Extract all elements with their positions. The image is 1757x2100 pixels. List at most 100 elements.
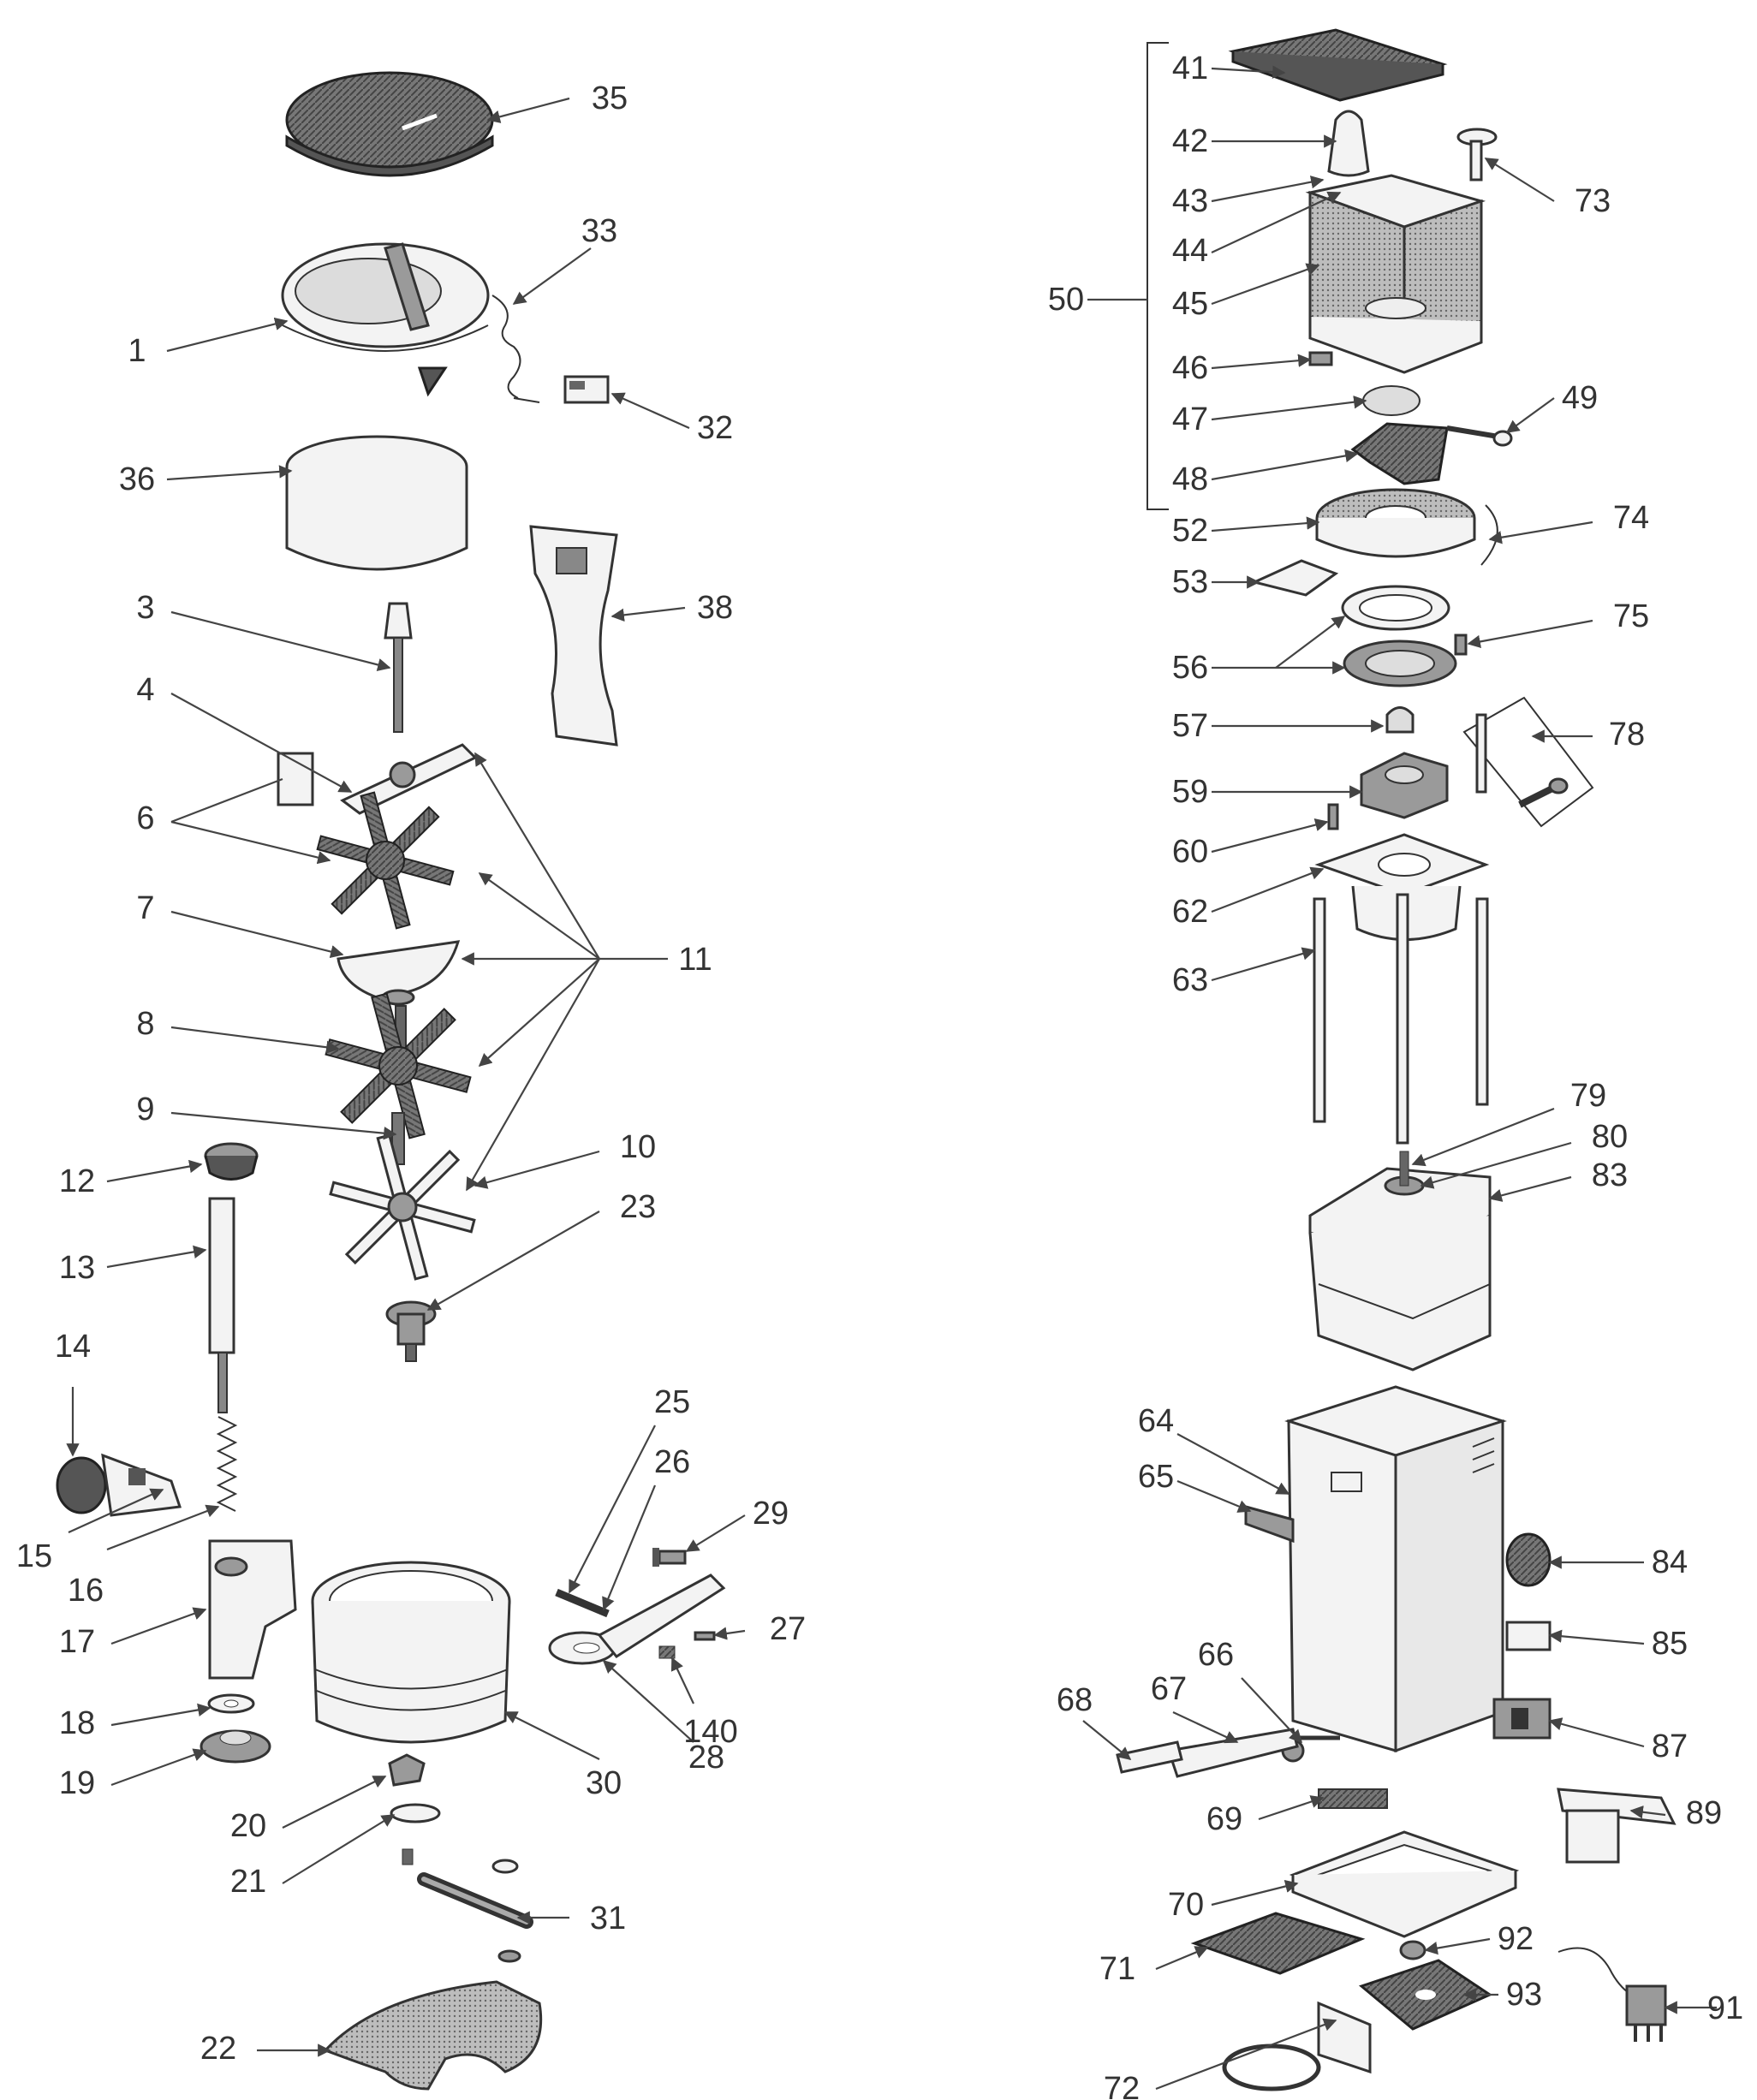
callout-70: 70: [1168, 1887, 1204, 1923]
part-68-clip: [1116, 1740, 1183, 1774]
callout-20: 20: [230, 1808, 266, 1844]
part-67-bracket: [1167, 1728, 1299, 1778]
callout-10: 10: [620, 1129, 656, 1165]
callout-75: 75: [1613, 598, 1649, 634]
part-18-washer: [207, 1693, 255, 1714]
callout-7: 7: [136, 890, 154, 926]
callout-52: 52: [1172, 513, 1208, 549]
part-31-belt: [402, 1848, 533, 1963]
part-3-shaft: [384, 602, 413, 733]
callout-29: 29: [753, 1496, 789, 1532]
callout-64: 64: [1138, 1403, 1174, 1439]
callout-14: 14: [55, 1329, 91, 1365]
callout-89: 89: [1686, 1795, 1722, 1831]
callout-57: 57: [1172, 708, 1208, 744]
callout-22: 22: [200, 2031, 236, 2067]
part-14-clip: [56, 1453, 182, 1517]
callout-15: 15: [16, 1538, 52, 1574]
callout-68: 68: [1057, 1682, 1093, 1718]
callout-47: 47: [1172, 402, 1208, 437]
callout-42: 42: [1172, 123, 1208, 159]
callout-38: 38: [697, 590, 733, 626]
callout-4: 4: [136, 672, 154, 708]
part-48-slide: [1350, 422, 1449, 485]
callout-83: 83: [1592, 1157, 1628, 1193]
callout-27: 27: [770, 1611, 806, 1647]
callout-74: 74: [1613, 500, 1649, 536]
callout-78: 78: [1609, 717, 1645, 753]
callout-13: 13: [59, 1250, 95, 1286]
callout-85: 85: [1652, 1626, 1688, 1662]
callout-12: 12: [59, 1163, 95, 1199]
part-70-base-tray: [1289, 1830, 1520, 1938]
callout-53: 53: [1172, 564, 1208, 600]
callout-18: 18: [59, 1705, 95, 1741]
callout-21: 21: [230, 1864, 266, 1900]
part-64-cabinet: [1284, 1385, 1507, 1753]
callout-56: 56: [1172, 650, 1208, 686]
callout-32: 32: [697, 410, 733, 446]
part-32-switch: [563, 375, 610, 404]
callout-45: 45: [1172, 286, 1208, 322]
part-33-wire: [491, 294, 540, 403]
callout-9: 9: [136, 1092, 154, 1127]
part-12-knob: [204, 1142, 259, 1181]
part-56-rings: [1341, 585, 1457, 687]
part-7-disc: [337, 940, 461, 1006]
callout-49: 49: [1562, 380, 1598, 416]
callout-91: 91: [1707, 1990, 1743, 2026]
part-85-label: [1505, 1621, 1552, 1651]
part-19-gear: [200, 1729, 271, 1764]
callout-62: 62: [1172, 894, 1208, 930]
callout-92: 92: [1498, 1921, 1534, 1957]
callout-11: 11: [678, 942, 712, 978]
callout-36: 36: [119, 461, 155, 497]
callout-73: 73: [1575, 183, 1611, 219]
part-27-pin: [694, 1631, 716, 1641]
part-63-rods: [1313, 893, 1489, 1145]
part-87-switch: [1492, 1698, 1552, 1740]
callout-3: 3: [136, 590, 154, 626]
callout-43: 43: [1172, 183, 1208, 219]
part-84-fan: [1505, 1532, 1552, 1587]
part-38-bracket: [529, 525, 618, 747]
part-23-hub: [385, 1300, 437, 1362]
callout-59: 59: [1172, 774, 1208, 810]
part-92-foot: [1399, 1940, 1426, 1960]
part-60-pin: [1327, 803, 1339, 830]
callout-35: 35: [592, 80, 628, 116]
part-45-hopper: [1305, 174, 1486, 374]
part-41-hopper-lid: [1228, 28, 1448, 102]
callout-23: 23: [620, 1189, 656, 1225]
part-29-pin: [652, 1548, 687, 1567]
part-91-power-cord: [1557, 1947, 1667, 2042]
part-62-motor-plate: [1314, 833, 1490, 941]
bracket-50: [1147, 42, 1169, 510]
callout-87: 87: [1652, 1728, 1688, 1764]
part-6-star: [316, 791, 455, 930]
callout-8: 8: [136, 1006, 154, 1042]
part-59-adjuster: [1360, 752, 1449, 819]
part-10-star: [329, 1133, 476, 1281]
callout-labels: 1 3 4 6 7 8 9 10 11 12 13 14 15 16 17 18…: [16, 51, 1743, 2100]
part-83-motor: [1308, 1151, 1492, 1371]
part-21-washer: [390, 1803, 441, 1823]
callout-26: 26: [654, 1444, 690, 1480]
part-57-nut: [1385, 706, 1415, 734]
part-17-arm: [208, 1539, 297, 1680]
callout-63: 63: [1172, 962, 1208, 998]
callout-69: 69: [1206, 1801, 1242, 1837]
callout-17: 17: [59, 1624, 95, 1660]
part-53-plate: [1250, 559, 1339, 597]
callout-60: 60: [1172, 834, 1208, 870]
part-8-star: [325, 992, 472, 1139]
callout-41: 41: [1172, 51, 1208, 86]
part-93-bottom-plate: [1358, 1959, 1493, 2031]
part-16-spring: [216, 1416, 238, 1512]
part-52-burr-ring: [1315, 488, 1476, 558]
callout-65: 65: [1138, 1459, 1174, 1495]
part-22-plate: [323, 1980, 543, 2091]
callout-31: 31: [590, 1901, 626, 1936]
callout-71: 71: [1099, 1951, 1135, 1987]
